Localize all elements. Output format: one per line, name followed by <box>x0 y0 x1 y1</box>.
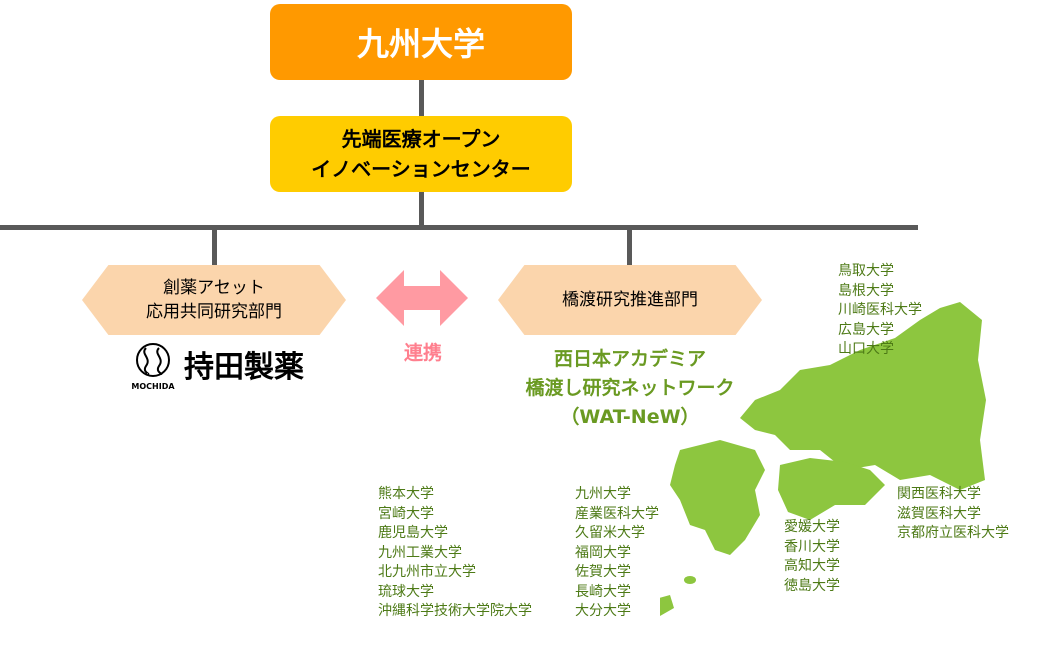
university-item: 愛媛大学 <box>784 519 840 535</box>
kansai-universities: 関西医科大学 滋賀医科大学 京都府立医科大学 <box>897 485 1009 544</box>
link-label: 連携 <box>403 342 442 364</box>
university-item: 九州大学 <box>575 486 631 502</box>
university-item: 宮崎大学 <box>378 505 434 522</box>
university-item: 琉球大学 <box>378 583 434 600</box>
right-dept-box: 橋渡研究推進部門 <box>498 265 762 335</box>
university-item: 徳島大学 <box>784 577 840 594</box>
university-item: 広島大学 <box>838 321 894 338</box>
university-item: 関西医科大学 <box>897 486 981 502</box>
left-dept-line2: 応用共同研究部門 <box>146 302 282 322</box>
left-dept-box: 創薬アセット 応用共同研究部門 <box>82 265 346 335</box>
university-item: 久留米大学 <box>575 525 645 541</box>
network-line2: 橋渡し研究ネットワーク <box>525 377 735 399</box>
center-box: 先端医療オープン イノベーションセンター <box>270 116 572 192</box>
university-item: 高知大学 <box>784 558 840 574</box>
map-honshu <box>740 302 986 490</box>
connector-left-dept <box>212 229 217 265</box>
university-item: 産業医科大学 <box>575 505 659 522</box>
university-item: 山口大学 <box>838 341 894 357</box>
map-kyushu <box>670 440 765 555</box>
university-item: 佐賀大学 <box>575 564 631 580</box>
left-dept-line1: 創薬アセット <box>163 278 265 298</box>
university-item: 沖縄科学技術大学院大学 <box>378 603 532 619</box>
connector-top <box>419 78 424 118</box>
japan-map <box>660 302 986 616</box>
south-kyushu-universities: 熊本大学 宮崎大学 鹿児島大学 九州工業大学 北九州市立大学 琉球大学 沖縄科学… <box>378 485 532 622</box>
mochida-logo-text: MOCHIDA <box>131 382 175 391</box>
university-item: 熊本大学 <box>378 486 434 502</box>
map-island <box>660 595 674 616</box>
university-item: 大分大学 <box>575 603 631 619</box>
university-item: 九州工業大学 <box>378 544 462 561</box>
center-line1: 先端医療オープン <box>341 127 501 151</box>
connector-right-dept <box>627 229 632 265</box>
network-line3: （WAT-NeW） <box>560 406 700 428</box>
map-shikoku <box>778 458 885 520</box>
chugoku-universities: 鳥取大学 島根大学 川崎医科大学 広島大学 山口大学 <box>838 262 922 360</box>
north-kyushu-universities: 九州大学 産業医科大学 久留米大学 福岡大学 佐賀大学 長崎大学 大分大学 <box>575 485 659 622</box>
mochida-name: 持田製薬 <box>184 350 304 385</box>
map-island <box>684 576 696 584</box>
university-item: 鳥取大学 <box>838 263 894 279</box>
university-item: 北九州市立大学 <box>378 564 476 580</box>
horizontal-bar <box>0 225 918 230</box>
connector-center <box>419 190 424 228</box>
center-line2: イノベーションセンター <box>311 157 531 181</box>
kyushu-university-box: 九州大学 <box>270 4 572 80</box>
network-line1: 西日本アカデミア <box>553 348 706 370</box>
university-item: 滋賀医科大学 <box>897 505 981 522</box>
university-item: 島根大学 <box>838 282 894 299</box>
right-dept-label: 橋渡研究推進部門 <box>562 290 698 310</box>
mochida-logo-icon <box>136 343 170 377</box>
kyushu-university-label: 九州大学 <box>356 25 485 63</box>
university-item: 川崎医科大学 <box>838 302 922 318</box>
double-arrow-icon <box>376 270 468 326</box>
university-item: 鹿児島大学 <box>378 525 448 541</box>
university-item: 京都府立医科大学 <box>897 525 1009 541</box>
shikoku-universities: 愛媛大学 香川大学 高知大学 徳島大学 <box>784 518 840 596</box>
university-item: 長崎大学 <box>575 583 631 600</box>
university-item: 福岡大学 <box>575 544 631 561</box>
university-item: 香川大学 <box>784 538 840 555</box>
